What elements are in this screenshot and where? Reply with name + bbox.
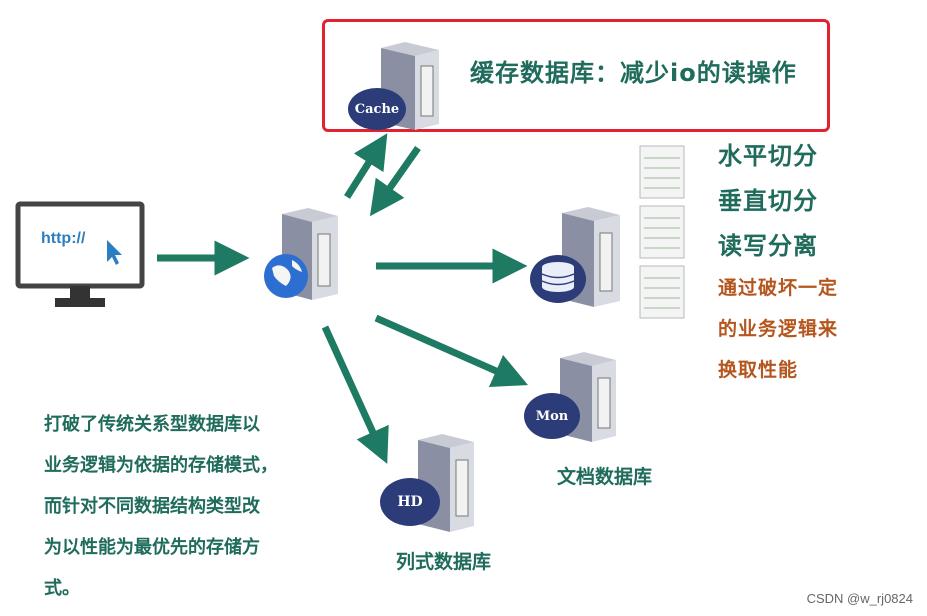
web-server-icon xyxy=(264,208,338,300)
cache-highlight-box xyxy=(322,19,830,132)
hbase-badge: HD xyxy=(380,478,440,526)
arrow-cache-to-web xyxy=(369,145,421,217)
mysql-note-1: 水平切分 xyxy=(718,142,818,170)
arrow-web-to-mongo xyxy=(374,314,529,387)
cache-badge: Cache xyxy=(348,88,406,130)
url-text: http:// xyxy=(41,230,86,247)
mysql-note-3: 读写分离 xyxy=(718,232,818,260)
monitor-icon xyxy=(15,201,145,307)
mongo-badge: Mon xyxy=(524,393,580,439)
nosql-note: 打破了传统关系型数据库以 业务逻辑为依据的存储模式， 而针对不同数据结构类型改 … xyxy=(44,404,278,609)
mysql-server-icon xyxy=(530,207,620,307)
cache-label: 缓存数据库：减少io的读操作 xyxy=(470,59,797,87)
hbase-label: 列式数据库 xyxy=(396,551,492,573)
mysql-note-2: 垂直切分 xyxy=(718,187,818,215)
watermark: CSDN @w_rj0824 xyxy=(806,591,913,606)
mongo-server-icon xyxy=(560,352,616,442)
nosql-note-line-1: 打破了传统关系型数据库以 xyxy=(44,414,260,435)
table-docs-icon xyxy=(639,145,685,319)
nosql-note-line-4: 为以性能为最优先的存储方 xyxy=(44,537,260,558)
tradeoff-line-1: 通过破坏一定 xyxy=(718,277,839,299)
arrow-web-to-cache xyxy=(344,133,388,199)
tradeoff-line-3: 换取性能 xyxy=(718,359,799,381)
mongo-label: 文档数据库 xyxy=(557,466,653,488)
nosql-note-line-2: 业务逻辑为依据的存储模式， xyxy=(44,455,278,476)
nosql-note-line-5: 式。 xyxy=(44,578,80,599)
arrow-web-to-hbase xyxy=(321,325,389,464)
tradeoff-line-2: 的业务逻辑来 xyxy=(718,318,839,340)
nosql-note-line-3: 而针对不同数据结构类型改 xyxy=(44,496,260,517)
